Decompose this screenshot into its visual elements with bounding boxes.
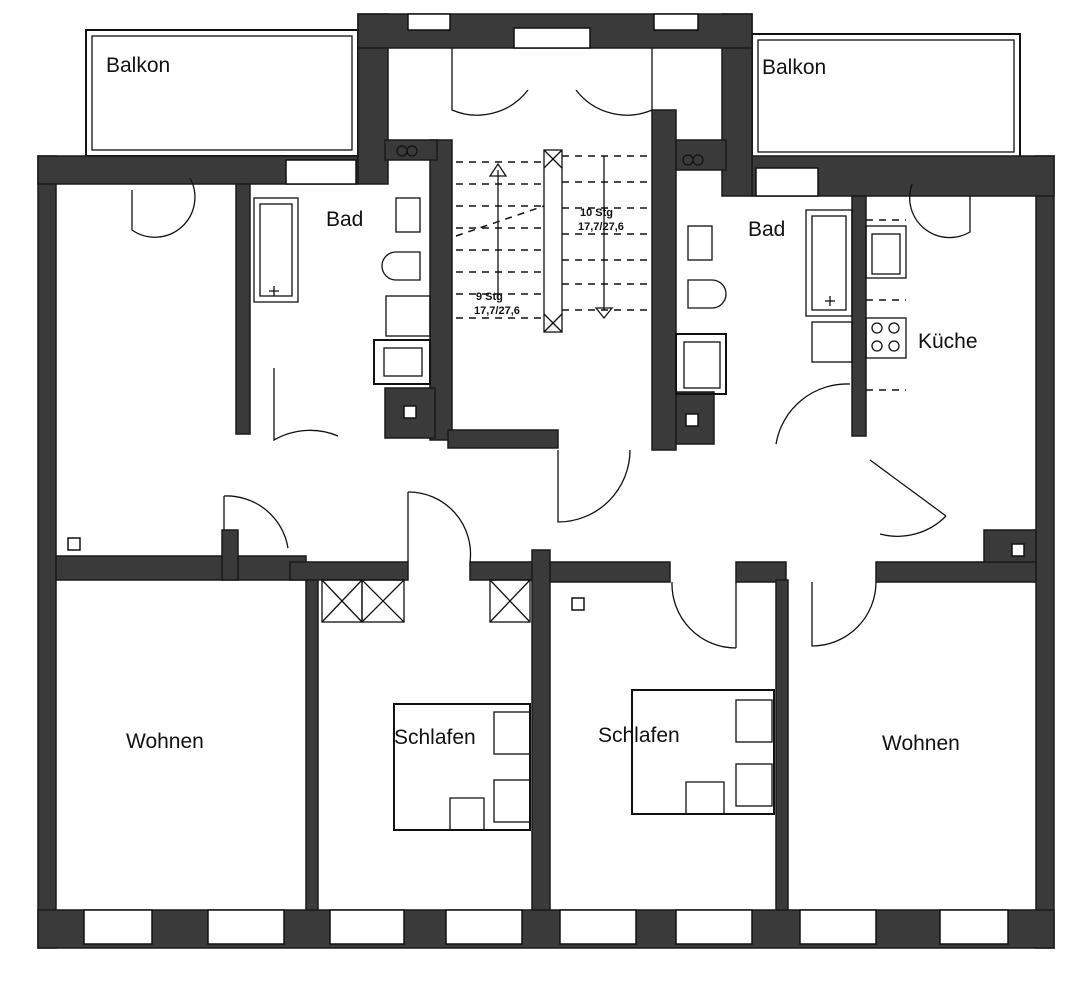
bed-left [393, 703, 531, 831]
label-balkon-left: Balkon [106, 54, 170, 77]
balcony-left [85, 29, 359, 157]
staircase: 10 Stg 17,7/27,6 9 Stg 17,7/27,6 [455, 149, 650, 333]
bath-left-fixtures [253, 145, 431, 419]
stairs-lower-dims: 17,7/27,6 [474, 305, 520, 317]
kitchen-fixtures [865, 219, 907, 391]
label-schlafen-right: Schlafen [598, 724, 680, 747]
stairs-upper-dims: 17,7/27,6 [578, 221, 624, 233]
doors [131, 48, 971, 649]
stairs-upper-count: 10 Stg [580, 207, 613, 219]
label-wohnen-left: Wohnen [126, 730, 204, 753]
cupboards [321, 579, 531, 623]
windows [83, 13, 1009, 945]
stairs-lower-count: 9 Stg [476, 291, 503, 303]
label-bad-right: Bad [748, 218, 785, 241]
interior-walls [55, 109, 1037, 911]
label-bad-left: Bad [326, 208, 363, 231]
label-schlafen-left: Schlafen [394, 726, 476, 749]
balcony-right [751, 33, 1021, 159]
label-wohnen-right: Wohnen [882, 732, 960, 755]
label-balkon-right: Balkon [762, 56, 826, 79]
bed-right [631, 689, 775, 815]
bath-right-fixtures [675, 154, 853, 427]
vent-markers [67, 537, 1025, 611]
label-kueche: Küche [918, 330, 978, 353]
